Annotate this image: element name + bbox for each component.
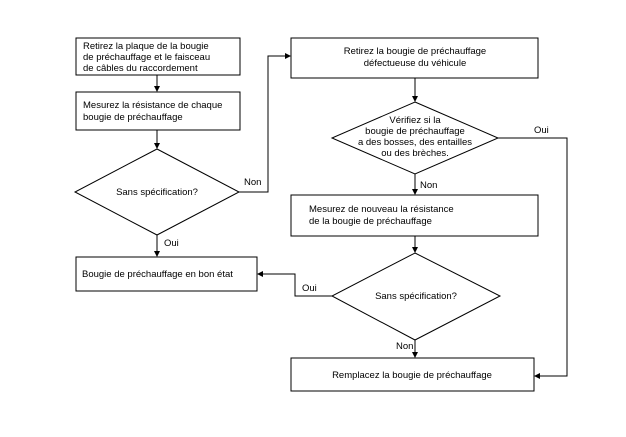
node-text: défectueuse du véhicule [364,58,466,69]
decision-text: Sans spécification? [116,187,198,198]
node-remove-plate: Retirez la plaque de la bougie de précha… [75,37,241,76]
arrowhead [412,189,418,195]
arrowhead [412,96,418,102]
edge-label-non: Non [396,341,413,352]
edge-labels: Non Oui Oui Non Oui Non [164,125,549,352]
node-text: de câbles du raccordement [83,63,198,74]
connector-inspect-oui-to-replace [498,137,568,377]
decision-text: bougie de préchauffage [365,126,465,137]
decision-text: Sans spécification? [375,291,457,302]
decision-spec-check-2: Sans spécification? [330,252,502,341]
connectors [154,53,568,379]
arrowhead [257,271,263,277]
arrowhead [534,373,540,379]
node-text: Retirez la bougie de préchauffage [344,46,486,57]
edge-label-non: Non [244,177,261,188]
arrowhead [154,86,160,92]
decision-text: Vérifiez si la [389,115,441,126]
connector-check1-non-to-remove [239,55,285,193]
arrowhead [154,251,160,257]
node-text: Mesurez de nouveau la résistance [309,204,454,215]
edge-label-oui: Oui [302,283,317,294]
arrowhead [285,53,291,59]
node-text: de préchauffage et le faisceau [83,52,210,63]
edge-label-non: Non [420,180,437,191]
connector-check2-oui-to-good [263,273,332,297]
node-remove-faulty: Retirez la bougie de préchauffage défect… [290,37,539,79]
node-text: Bougie de préchauffage en bon état [82,269,233,280]
node-measure-each: Mesurez la résistance de chaque bougie d… [75,91,241,131]
arrowhead [412,352,418,358]
node-text: Mesurez la résistance de chaque [83,100,222,111]
node-measure-again: Mesurez de nouveau la résistance de la b… [290,194,539,237]
edge-label-oui: Oui [164,238,179,249]
decision-inspect-damage: Vérifiez si la bougie de préchauffage a … [330,101,500,175]
node-text: Remplacez la bougie de préchauffage [332,370,492,381]
decision-text: a des bosses, des entailles [358,137,472,148]
decision-spec-check-1: Sans spécification? [73,148,241,236]
node-good-state: Bougie de préchauffage en bon état [75,256,258,292]
node-text: Retirez la plaque de la bougie [83,41,209,52]
node-text: de la bougie de préchauffage [309,216,432,227]
decision-text: ou des brèches. [381,148,449,159]
node-replace: Remplacez la bougie de préchauffage [290,357,535,392]
edge-label-oui: Oui [534,125,549,136]
node-text: bougie de préchauffage [83,112,183,123]
arrowhead [154,143,160,149]
arrowhead [412,247,418,253]
